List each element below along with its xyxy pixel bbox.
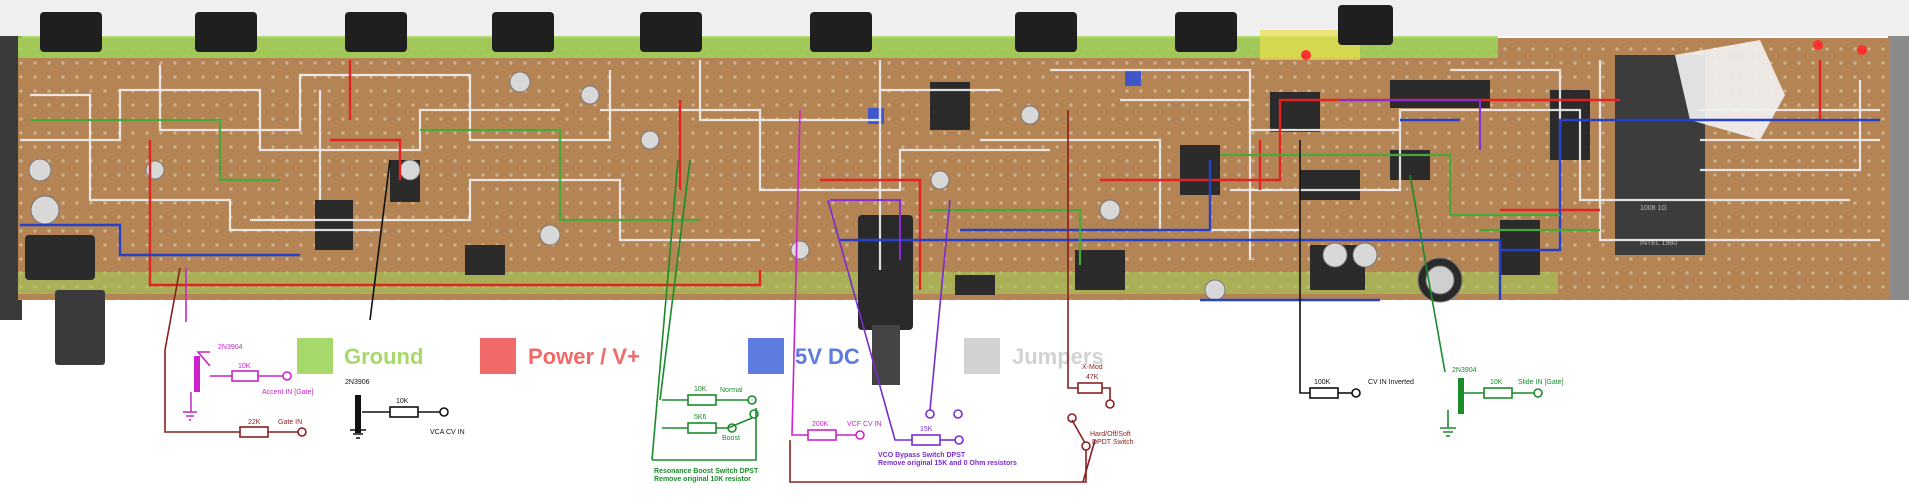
side-jack-left (25, 235, 95, 280)
legend-ground-swatch (297, 338, 333, 374)
accent-in-label: Accent IN [Gate] (262, 389, 313, 396)
legend-ground-label: Ground (344, 344, 423, 369)
legend-5vdc: 5V DC (748, 338, 860, 374)
vcf-cv-circuit: 200K VCF CV IN (791, 109, 882, 441)
dc5v-traces (20, 118, 1880, 302)
legend-jumpers-label: Jumpers (1012, 344, 1104, 369)
legend: Ground Power / V+ 5V DC Jumpers (297, 338, 1104, 374)
pcb-board: INTEL 1980 1008 1G (0, 0, 1909, 385)
vca-cv-circuit: 2N3906 10K VCA CV IN (345, 159, 465, 439)
purple-traces (830, 99, 1481, 260)
res-switch-title: Resonance Boost Switch DPST (654, 468, 759, 475)
legend-power-swatch (480, 338, 516, 374)
cvinv-resistor-label: 100K (1314, 379, 1331, 386)
legend-jumpers-swatch (964, 338, 1000, 374)
accent-resistor-label: 10K (238, 363, 251, 370)
vca-cv-in-label: VCA CV IN (430, 429, 465, 436)
vcf-resistor-label: 200K (812, 421, 829, 428)
cv-inverted-circuit: 100K CV IN Inverted (1299, 140, 1414, 399)
jack-row (40, 5, 1393, 52)
chip-marking: INTEL 1980 (1640, 240, 1677, 247)
vca-resistor-label: 10K (396, 398, 409, 405)
legend-power-label: Power / V+ (528, 344, 640, 369)
slide-resistor-label: 10K (1490, 379, 1503, 386)
slide-in-label: Slide IN [Gate] (1518, 379, 1564, 386)
res-boost-label: Boost (722, 435, 740, 442)
xmod-circuit: X-Mod 47K Hard/Off/Soft DPDT Switch (789, 110, 1134, 483)
slide-in-circuit: 2N3904 10K Slide IN [Gate] (1409, 174, 1564, 437)
vco-resistor-label: 15K (920, 426, 933, 433)
legend-5vdc-label: 5V DC (795, 344, 860, 369)
resonance-boost-circuit: 10K Normal 5K6 Boost Resonance Boost Swi… (651, 159, 759, 483)
chip-marking-2: 1008 1G (1640, 205, 1667, 212)
vcf-cv-in-label: VCF CV IN (847, 421, 882, 428)
slide-transistor-label: 2N3904 (1452, 367, 1477, 374)
vco-bypass-circuit: 15K VCO Bypass Switch DPST Remove origin… (827, 199, 1017, 467)
hos-switch-label-1: Hard/Off/Soft (1090, 431, 1131, 438)
legend-power: Power / V+ (480, 338, 640, 374)
center-jack (858, 215, 913, 330)
res-r2-label: 5K6 (694, 414, 707, 421)
jumper-traces (20, 60, 1880, 270)
cvinv-label: CV IN Inverted (1368, 379, 1414, 386)
ground-traces (30, 118, 1600, 265)
legend-jumpers: Jumpers (964, 338, 1104, 374)
res-switch-note: Remove original 10K resistor (654, 476, 751, 483)
gate-resistor-label: 22K (248, 419, 261, 426)
legend-5vdc-swatch (748, 338, 784, 374)
power-traces (148, 60, 1822, 290)
vca-transistor-label: 2N3906 (345, 379, 370, 386)
xmod-resistor-label: 47K (1086, 374, 1099, 381)
res-normal-label: Normal (720, 387, 743, 394)
vco-switch-title: VCO Bypass Switch DPST (878, 452, 966, 459)
legend-ground: Ground (297, 338, 423, 374)
hos-switch-label-2: DPDT Switch (1092, 439, 1134, 446)
bottom-jack (55, 290, 105, 365)
accent-gate-circuit: 2N3904 10K Accent IN [Gate] 22K Gate IN (164, 267, 313, 438)
vco-switch-note: Remove original 15K and 0 Ohm resistors (878, 460, 1017, 467)
xmod-label: X-Mod (1082, 364, 1103, 371)
gate-in-label: Gate IN (278, 419, 302, 426)
res-r1-label: 10K (694, 386, 707, 393)
accent-transistor-label: 2N3904 (218, 344, 243, 351)
